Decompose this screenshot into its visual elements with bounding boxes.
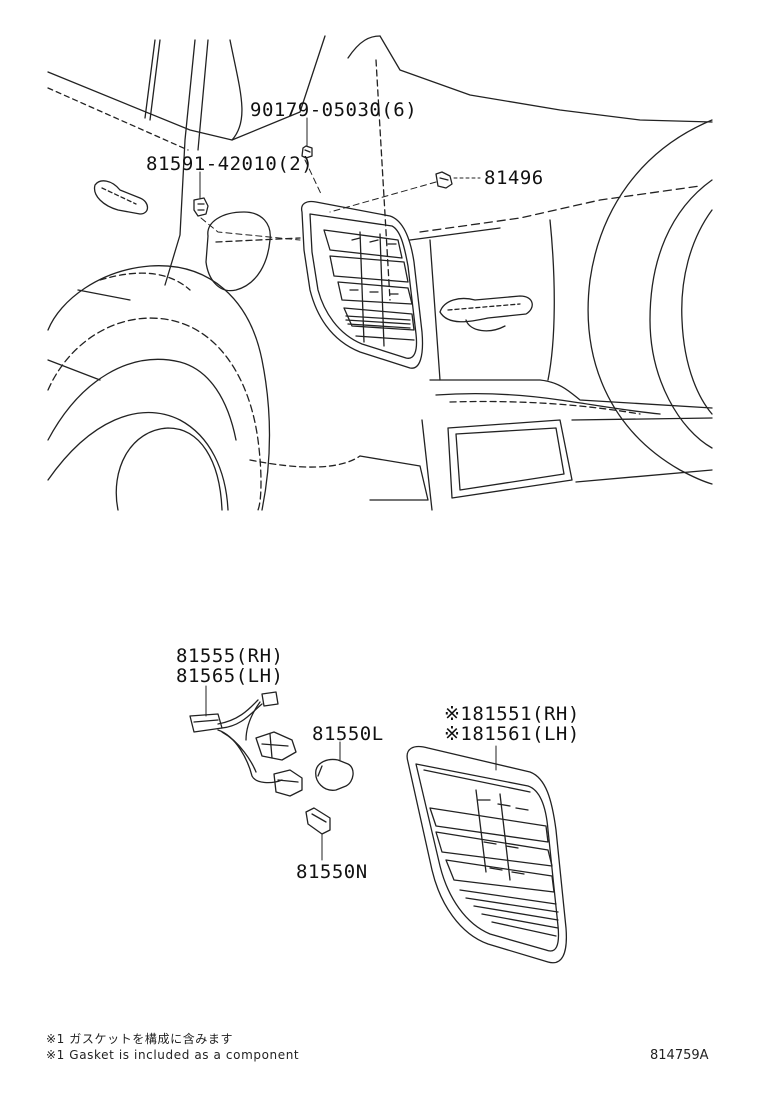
part-label-retainer[interactable]: 81496 <box>484 167 544 189</box>
retainer-81496 <box>435 171 453 189</box>
part-label-bulb-l[interactable]: 81550L <box>312 723 384 745</box>
part-label-socket-lh[interactable]: 81565(LH) <box>176 665 284 687</box>
tail-lamp-installed <box>300 200 424 369</box>
spare-tire <box>587 119 713 485</box>
footnote-english: ※1 Gasket is included as a component <box>46 1048 300 1062</box>
part-label-lens-lh[interactable]: ※181561(LH) <box>444 723 580 745</box>
part-label-socket-rh[interactable]: 81555(RH) <box>176 645 284 667</box>
fuel-lid <box>205 211 301 292</box>
part-label-lens-rh[interactable]: ※181551(RH) <box>444 703 580 725</box>
bolt-90179 <box>301 145 313 159</box>
illustration-id: 814759A <box>650 1048 709 1063</box>
part-label-socket[interactable]: 81555(RH) 81565(LH) <box>176 646 283 686</box>
tail-lamp-lens-assembly <box>406 745 568 964</box>
bulb-81550L <box>315 741 354 791</box>
leader-lines-upper <box>199 117 481 241</box>
part-label-clip[interactable]: 81591-42010(2) <box>146 153 314 175</box>
clip-81591 <box>193 197 209 217</box>
vehicle-rear-quarter <box>47 35 713 511</box>
part-label-bulb-n[interactable]: 81550N <box>296 861 368 883</box>
bulb-81550N <box>305 807 331 861</box>
part-label-lens[interactable]: ※181551(RH) ※181561(LH) <box>444 704 580 744</box>
part-label-bolt[interactable]: 90179-05030(6) <box>250 99 418 121</box>
door-handle-left <box>93 180 149 215</box>
license-plate-recess <box>447 417 713 499</box>
rear-door-handle <box>439 295 533 332</box>
footnote-japanese: ※1 ガスケットを構成に含みます <box>46 1032 234 1046</box>
socket-wire-assembly <box>189 685 303 797</box>
